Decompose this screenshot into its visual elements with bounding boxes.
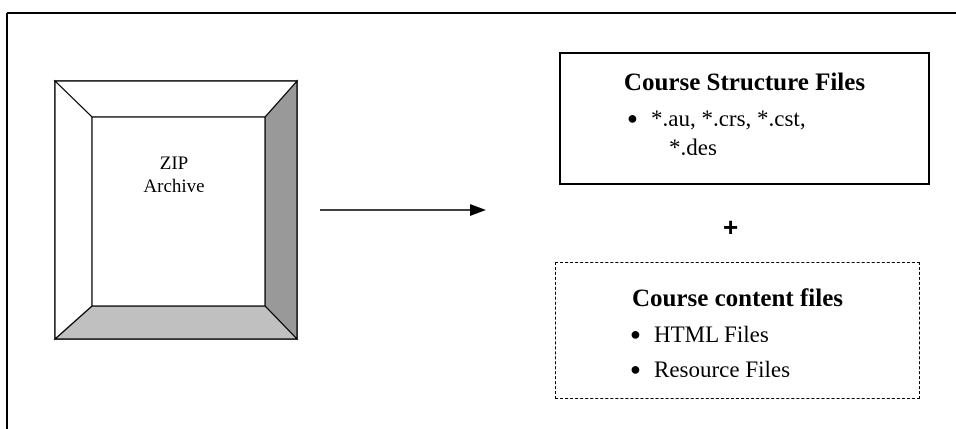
course-content-item: ●Resource Files bbox=[630, 357, 791, 382]
archive-face bbox=[91, 116, 266, 307]
archive-label-line2: Archive bbox=[143, 176, 205, 197]
course-content-item: ●HTML Files bbox=[630, 322, 769, 347]
archive-right-bevel bbox=[264, 79, 298, 341]
bullet-icon: ● bbox=[627, 108, 638, 128]
bullet-icon: ● bbox=[630, 359, 641, 379]
course-structure-box: Course Structure Files ●*.au, *.crs, *.c… bbox=[559, 52, 930, 185]
archive-left-bevel bbox=[54, 79, 93, 341]
course-structure-item: *.des bbox=[669, 135, 717, 160]
bullet-icon: ● bbox=[630, 324, 641, 344]
course-content-box: Course content files ●HTML Files ●Resour… bbox=[555, 262, 920, 399]
flow-arrow bbox=[320, 204, 486, 216]
zip-archive-icon bbox=[53, 79, 299, 341]
plus-operator: + bbox=[723, 212, 739, 242]
archive-label: ZIP Archive bbox=[104, 152, 244, 198]
archive-label-line1: ZIP bbox=[159, 153, 189, 174]
course-structure-item: ●*.au, *.crs, *.cst, bbox=[627, 106, 806, 131]
course-content-title: Course content files bbox=[631, 285, 844, 312]
archive-top-bevel bbox=[53, 80, 299, 118]
archive-bottom-bevel bbox=[53, 305, 299, 340]
outer-border bbox=[6, 12, 956, 429]
course-structure-title: Course Structure Files bbox=[623, 69, 866, 96]
